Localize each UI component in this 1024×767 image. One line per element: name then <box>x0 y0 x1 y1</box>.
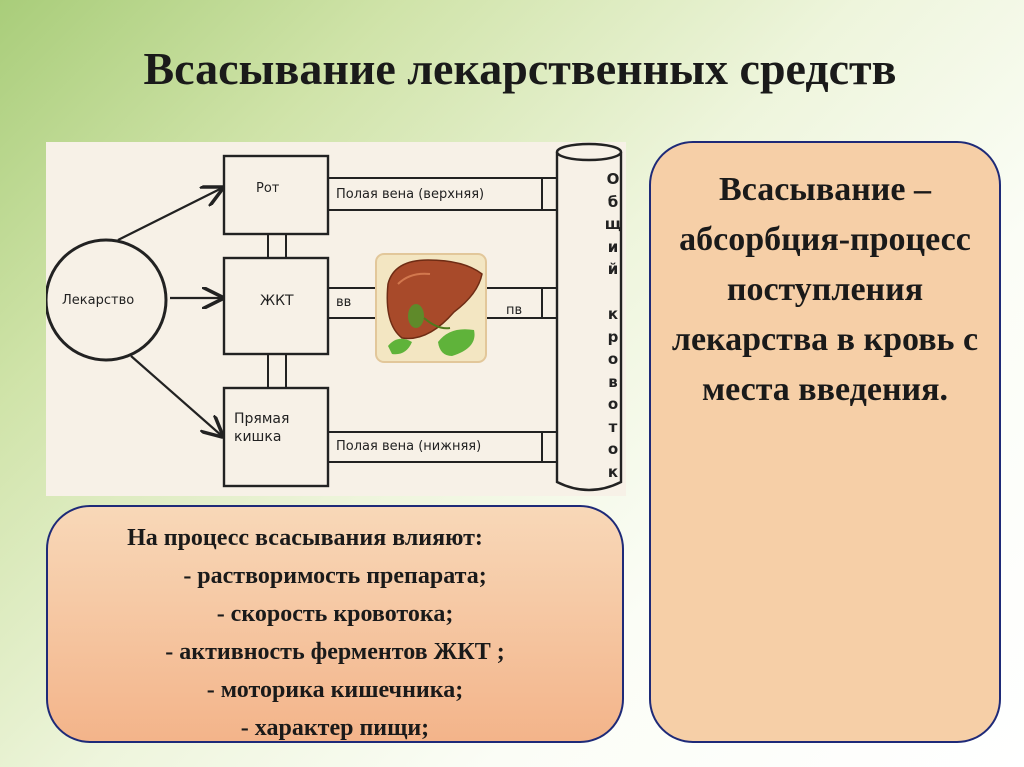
circulation-letter: о <box>607 395 619 413</box>
absorption-diagram: Лекарство Рот ЖКТ Прямая кишка Полая вен… <box>46 142 626 496</box>
vena-cava-lower-label: Полая вена (нижняя) <box>336 439 482 454</box>
circulation-letter: й <box>607 260 619 278</box>
circulation-letter <box>602 281 624 304</box>
factors-box: На процесс всасывания влияют: - раствори… <box>46 505 624 743</box>
circulation-letter: О <box>606 170 620 188</box>
arrow-to-rectum <box>130 355 222 436</box>
factor-item: - скорость кровотока; <box>216 601 454 627</box>
circulation-letter: к <box>607 462 619 481</box>
pv-label: пв <box>506 303 523 318</box>
rectum-label: Прямая кишка <box>234 411 290 445</box>
definition-box: Всасывание – абсорбция-процесс поступлен… <box>649 141 1001 743</box>
circulation-letter: о <box>607 440 619 458</box>
diagram-drawing <box>46 142 623 492</box>
factors-list: - растворимость препарата; - скорость кр… <box>58 557 612 747</box>
gi-label: ЖКТ <box>260 293 294 309</box>
vv-label: вв <box>336 295 352 310</box>
circulation-letter: в <box>608 372 618 391</box>
slide-title: Всасывание лекарственных средств <box>143 43 897 94</box>
circulation-letter: о <box>607 350 619 368</box>
gi-box <box>222 256 330 356</box>
factor-item: - характер пищи; <box>240 715 430 741</box>
circulation-letter: и <box>607 237 619 256</box>
circulation-label: О б щ и й к р о в о т о к <box>602 168 624 483</box>
vena-cava-upper-label: Полая вена (верхняя) <box>336 187 485 202</box>
rectum-box <box>222 386 330 488</box>
liver-illustration <box>375 253 487 363</box>
circulation-letter: щ <box>604 215 622 233</box>
factors-title: На процесс всасывания влияют: <box>127 525 483 551</box>
definition-text: Всасывание – абсорбция-процесс поступлен… <box>671 171 979 408</box>
circulation-letter: к <box>607 305 619 323</box>
circulation-letter: р <box>607 327 619 346</box>
drug-circle <box>46 238 168 362</box>
circulation-cylinder <box>555 152 623 492</box>
mouth-box <box>222 154 330 236</box>
arrow-to-mouth <box>117 188 222 241</box>
factor-item: - активность ферментов ЖКТ ; <box>165 639 505 665</box>
drug-label: Лекарство <box>62 293 135 308</box>
mouth-label: Рот <box>256 181 280 196</box>
circulation-letter: б <box>607 192 619 211</box>
circulation-letter: т <box>608 417 618 436</box>
factor-item: - моторика кишечника; <box>206 677 464 703</box>
factor-item: - растворимость препарата; <box>183 563 487 589</box>
